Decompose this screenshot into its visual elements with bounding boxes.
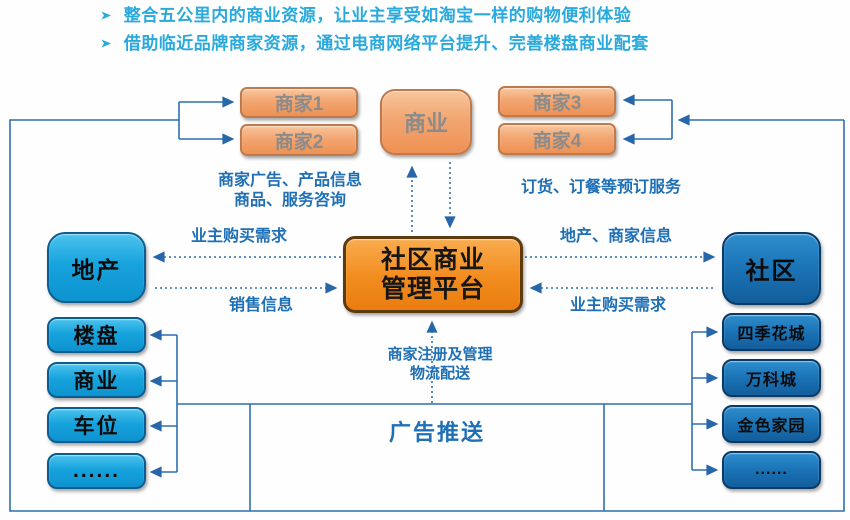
right-item-sijihuacheng: 四季花城 [722,313,821,351]
outer-loop-line [9,119,845,512]
label-merchant-register-line1: 商家注册及管理 [387,346,493,363]
left-item-more: ...... [47,453,146,489]
label-merchant-services-line2: 商品、服务咨询 [233,192,346,209]
left-item-shangye: 商业 [47,362,146,398]
label-order-services: 订货、订餐等预订服务 [520,179,681,196]
bullet-arrow-icon: ➤ [100,35,112,51]
bullet-text: 借助临近品牌商家资源，通过电商网络平台提升、完善楼盘商业配套 [123,34,649,53]
left-item-chewei: 车位 [47,407,146,443]
label-owner-demand-left: 业主购买需求 [190,228,287,245]
bullet-list: ➤ 整合五公里内的商业资源，让业主享受如淘宝一样的购物便利体验 ➤ 借助临近品牌… [100,5,649,61]
label-merchant-register-line2: 物流配送 [409,364,470,382]
left-item-loupan: 楼盘 [47,317,146,353]
label-merchant-services: 商家广告、产品信息 商品、服务咨询 [180,171,400,211]
box-merchant-3: 商家3 [498,86,616,117]
label-estate-merchant-info: 地产、商家信息 [559,228,672,245]
box-merchant-4: 商家4 [498,123,616,155]
bullet-arrow-icon: ➤ [100,7,112,23]
bullet-item: ➤ 借助临近品牌商家资源，通过电商网络平台提升、完善楼盘商业配套 [100,33,649,54]
box-community: 社区 [722,232,821,305]
label-sales-info: 销售信息 [228,297,293,314]
bullet-text: 整合五公里内的商业资源，让业主享受如淘宝一样的购物便利体验 [123,6,632,25]
right-item-wankecheng: 万科城 [722,359,821,397]
box-merchant-2: 商家2 [240,124,358,156]
box-estate: 地产 [47,232,146,303]
label-ad-push: 广告推送 [388,420,485,445]
platform-line1: 社区商业 [380,245,485,274]
right-item-more: ...... [722,451,821,489]
label-merchant-register: 商家注册及管理 物流配送 [350,346,530,384]
right-item-jinsejiayuan: 金色家园 [722,405,821,443]
label-owner-demand-right: 业主购买需求 [569,297,666,314]
bullet-item: ➤ 整合五公里内的商业资源，让业主享受如淘宝一样的购物便利体验 [100,5,649,26]
platform-line2: 管理平台 [380,274,485,303]
label-merchant-services-line1: 商家广告、产品信息 [217,172,362,189]
box-business: 商业 [380,89,472,155]
box-platform: 社区商业 管理平台 [343,236,523,313]
box-merchant-1: 商家1 [240,87,358,118]
